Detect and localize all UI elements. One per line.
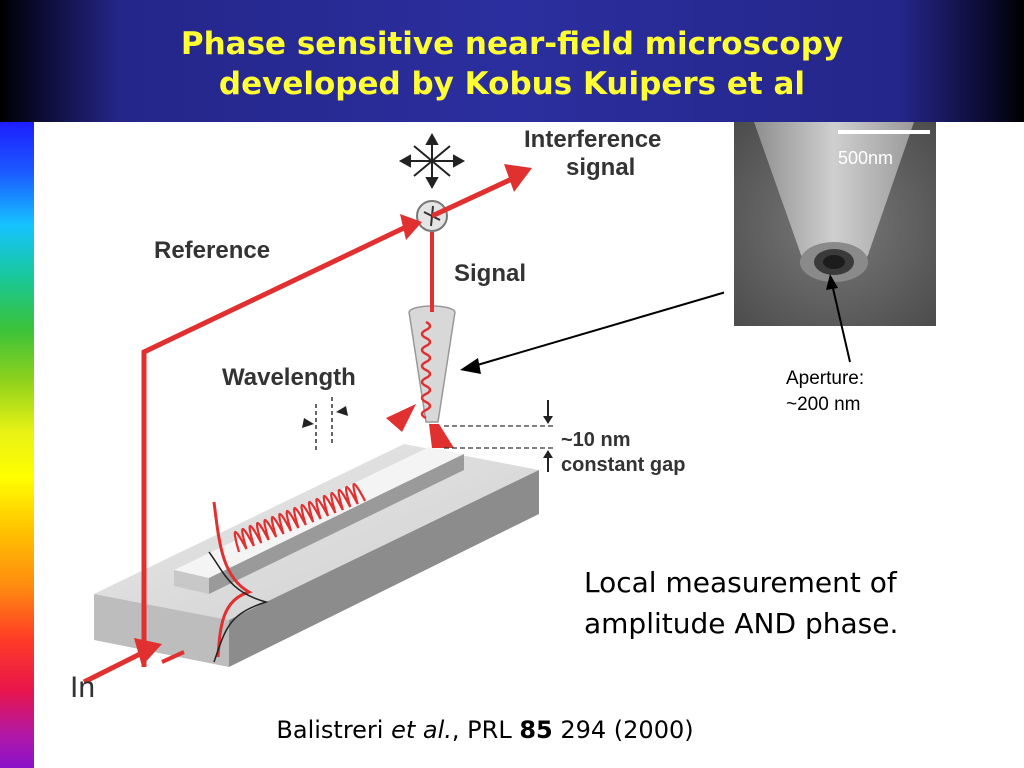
input-beam: [82, 649, 146, 685]
aperture-label-line1: Aperture:: [786, 368, 865, 389]
microscopy-diagram: [82, 132, 724, 685]
label-gap-text: constant gap: [561, 454, 686, 476]
label-interference-signal: signal: [566, 154, 636, 181]
local-measurement-text: Local measurement of amplitude AND phase…: [584, 562, 898, 644]
mode-profile-red: [212, 501, 253, 658]
citation-authors: Balistreri: [276, 716, 392, 744]
waveguide-front: [174, 570, 209, 594]
interference-arrow-head: [504, 164, 532, 192]
citation-etal: et al.: [391, 716, 452, 744]
pointer-line: [473, 291, 724, 367]
title-line-2: developed by Kobus Kuipers et al: [218, 66, 806, 102]
label-gap-value: ~10 nm: [561, 429, 631, 451]
label-interference: Interference: [524, 126, 662, 153]
local-line-1: Local measurement of: [584, 566, 897, 599]
citation-volume: 85: [519, 716, 553, 744]
reference-arrow-head: [400, 214, 422, 240]
citation-pages-year: 294 (2000): [552, 716, 694, 744]
label-input: In: [70, 671, 96, 704]
aperture-arrow: [826, 274, 851, 363]
substrate-side: [229, 470, 539, 667]
pointer-arrow-head: [460, 358, 481, 374]
gap-arrow-top-head: [543, 416, 553, 424]
citation-journal: , PRL: [451, 716, 520, 744]
sem-tip-image: [734, 122, 936, 326]
input-arrow-head: [134, 638, 162, 666]
propagation-arrow-head: [386, 404, 416, 432]
rainbow-side-bar: [0, 122, 34, 768]
substrate-front: [94, 594, 229, 667]
label-signal: Signal: [454, 260, 527, 287]
interference-beam: [430, 175, 516, 219]
aperture-label: Aperture: ~200 nm: [786, 366, 864, 418]
waveguide-side: [209, 454, 464, 594]
slide-title: Phase sensitive near-field microscopy de…: [0, 24, 1024, 104]
scale-bar-label: 500nm: [838, 148, 894, 168]
aperture-label-line2: ~200 nm: [786, 394, 861, 415]
local-line-2: amplitude AND phase.: [584, 607, 899, 640]
probe-tip: [408, 305, 456, 423]
input-to-waveguide-beam: [161, 650, 185, 664]
wavelength-arrow-right: [336, 406, 348, 416]
label-wavelength: Wavelength: [222, 364, 356, 391]
gap-arrow-bottom-head: [543, 450, 553, 458]
mode-profile-black: [208, 551, 269, 663]
probe-signal-wave: [420, 320, 432, 420]
title-line-1: Phase sensitive near-field microscopy: [180, 26, 844, 62]
polarization-arrows-icon: [398, 132, 466, 190]
title-bar: Phase sensitive near-field microscopy de…: [0, 0, 1024, 122]
citation: Balistreri et al., PRL 85 294 (2000): [0, 716, 970, 744]
waveguide-wave: [233, 482, 367, 553]
reference-beam: [141, 223, 410, 667]
label-reference: Reference: [154, 237, 271, 264]
wavelength-arrow-left: [302, 418, 314, 428]
tip-aperture-light: [429, 424, 454, 448]
